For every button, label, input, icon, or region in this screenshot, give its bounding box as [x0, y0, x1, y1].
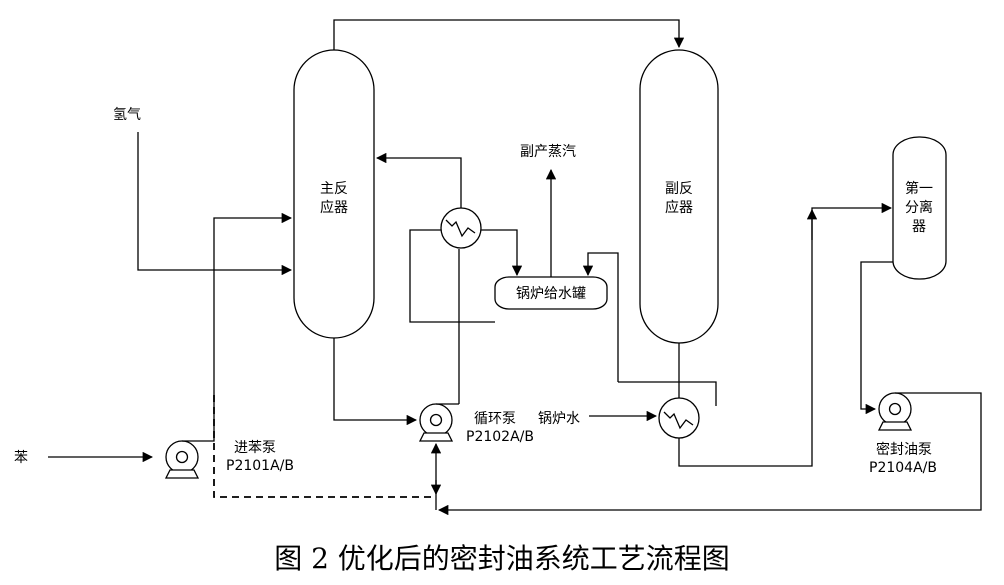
exchanger2-top-connection [618, 381, 717, 406]
main-reactor-label-2: 应器 [320, 199, 348, 216]
benzene-label: 苯 [14, 449, 28, 466]
circulation-pump-label: 循环泵 [474, 411, 516, 427]
separator-label-2: 分离 [905, 199, 933, 216]
separator-label-3: 器 [912, 219, 926, 235]
circulation-pump [418, 403, 459, 442]
feed-pump [164, 440, 205, 479]
feed-pump-tag: P2101A/B [226, 458, 294, 474]
separator-bottom-line [860, 261, 893, 415]
seal-oil-pump-tag: P2104A/B [869, 460, 937, 476]
heat-exchanger-2 [658, 397, 700, 439]
tank-return-line [582, 252, 619, 382]
exchanger-loop-left [409, 229, 495, 323]
figure-caption: 图 2 优化后的密封油系统工艺流程图 [274, 542, 730, 575]
seal-oil-return-line [437, 392, 982, 516]
exchanger-to-tank-line [481, 229, 523, 277]
boiler-water-label: 锅炉水 [538, 411, 580, 427]
top-transfer-line [333, 19, 685, 50]
seal-oil-pump [877, 392, 918, 431]
exchanger2-to-separator-line [678, 202, 893, 467]
exchanger-to-reactor-line [375, 152, 462, 208]
hydrogen-label: 氢气 [113, 107, 141, 123]
byproduct-steam-label: 副产蒸汽 [520, 144, 576, 160]
circulation-pump-tag: P2102A/B [466, 429, 534, 445]
seal-oil-dashed-line [213, 395, 436, 498]
main-reactor-label-1: 主反 [320, 181, 348, 197]
separator-label-1: 第一 [905, 180, 933, 197]
feed-discharge-line [205, 212, 293, 442]
side-reactor-label-2: 应器 [665, 199, 693, 216]
first-separator-vessel [892, 136, 947, 280]
reactor-bottom-line [333, 338, 418, 426]
seal-oil-pump-label: 密封油泵 [876, 441, 932, 458]
boiler-feed-tank-label: 锅炉给水罐 [516, 286, 586, 302]
heat-exchanger-1 [440, 207, 482, 249]
side-reactor-label-1: 副反 [665, 181, 693, 197]
feed-pump-label: 进苯泵 [234, 439, 276, 456]
hydrogen-line [137, 132, 293, 276]
